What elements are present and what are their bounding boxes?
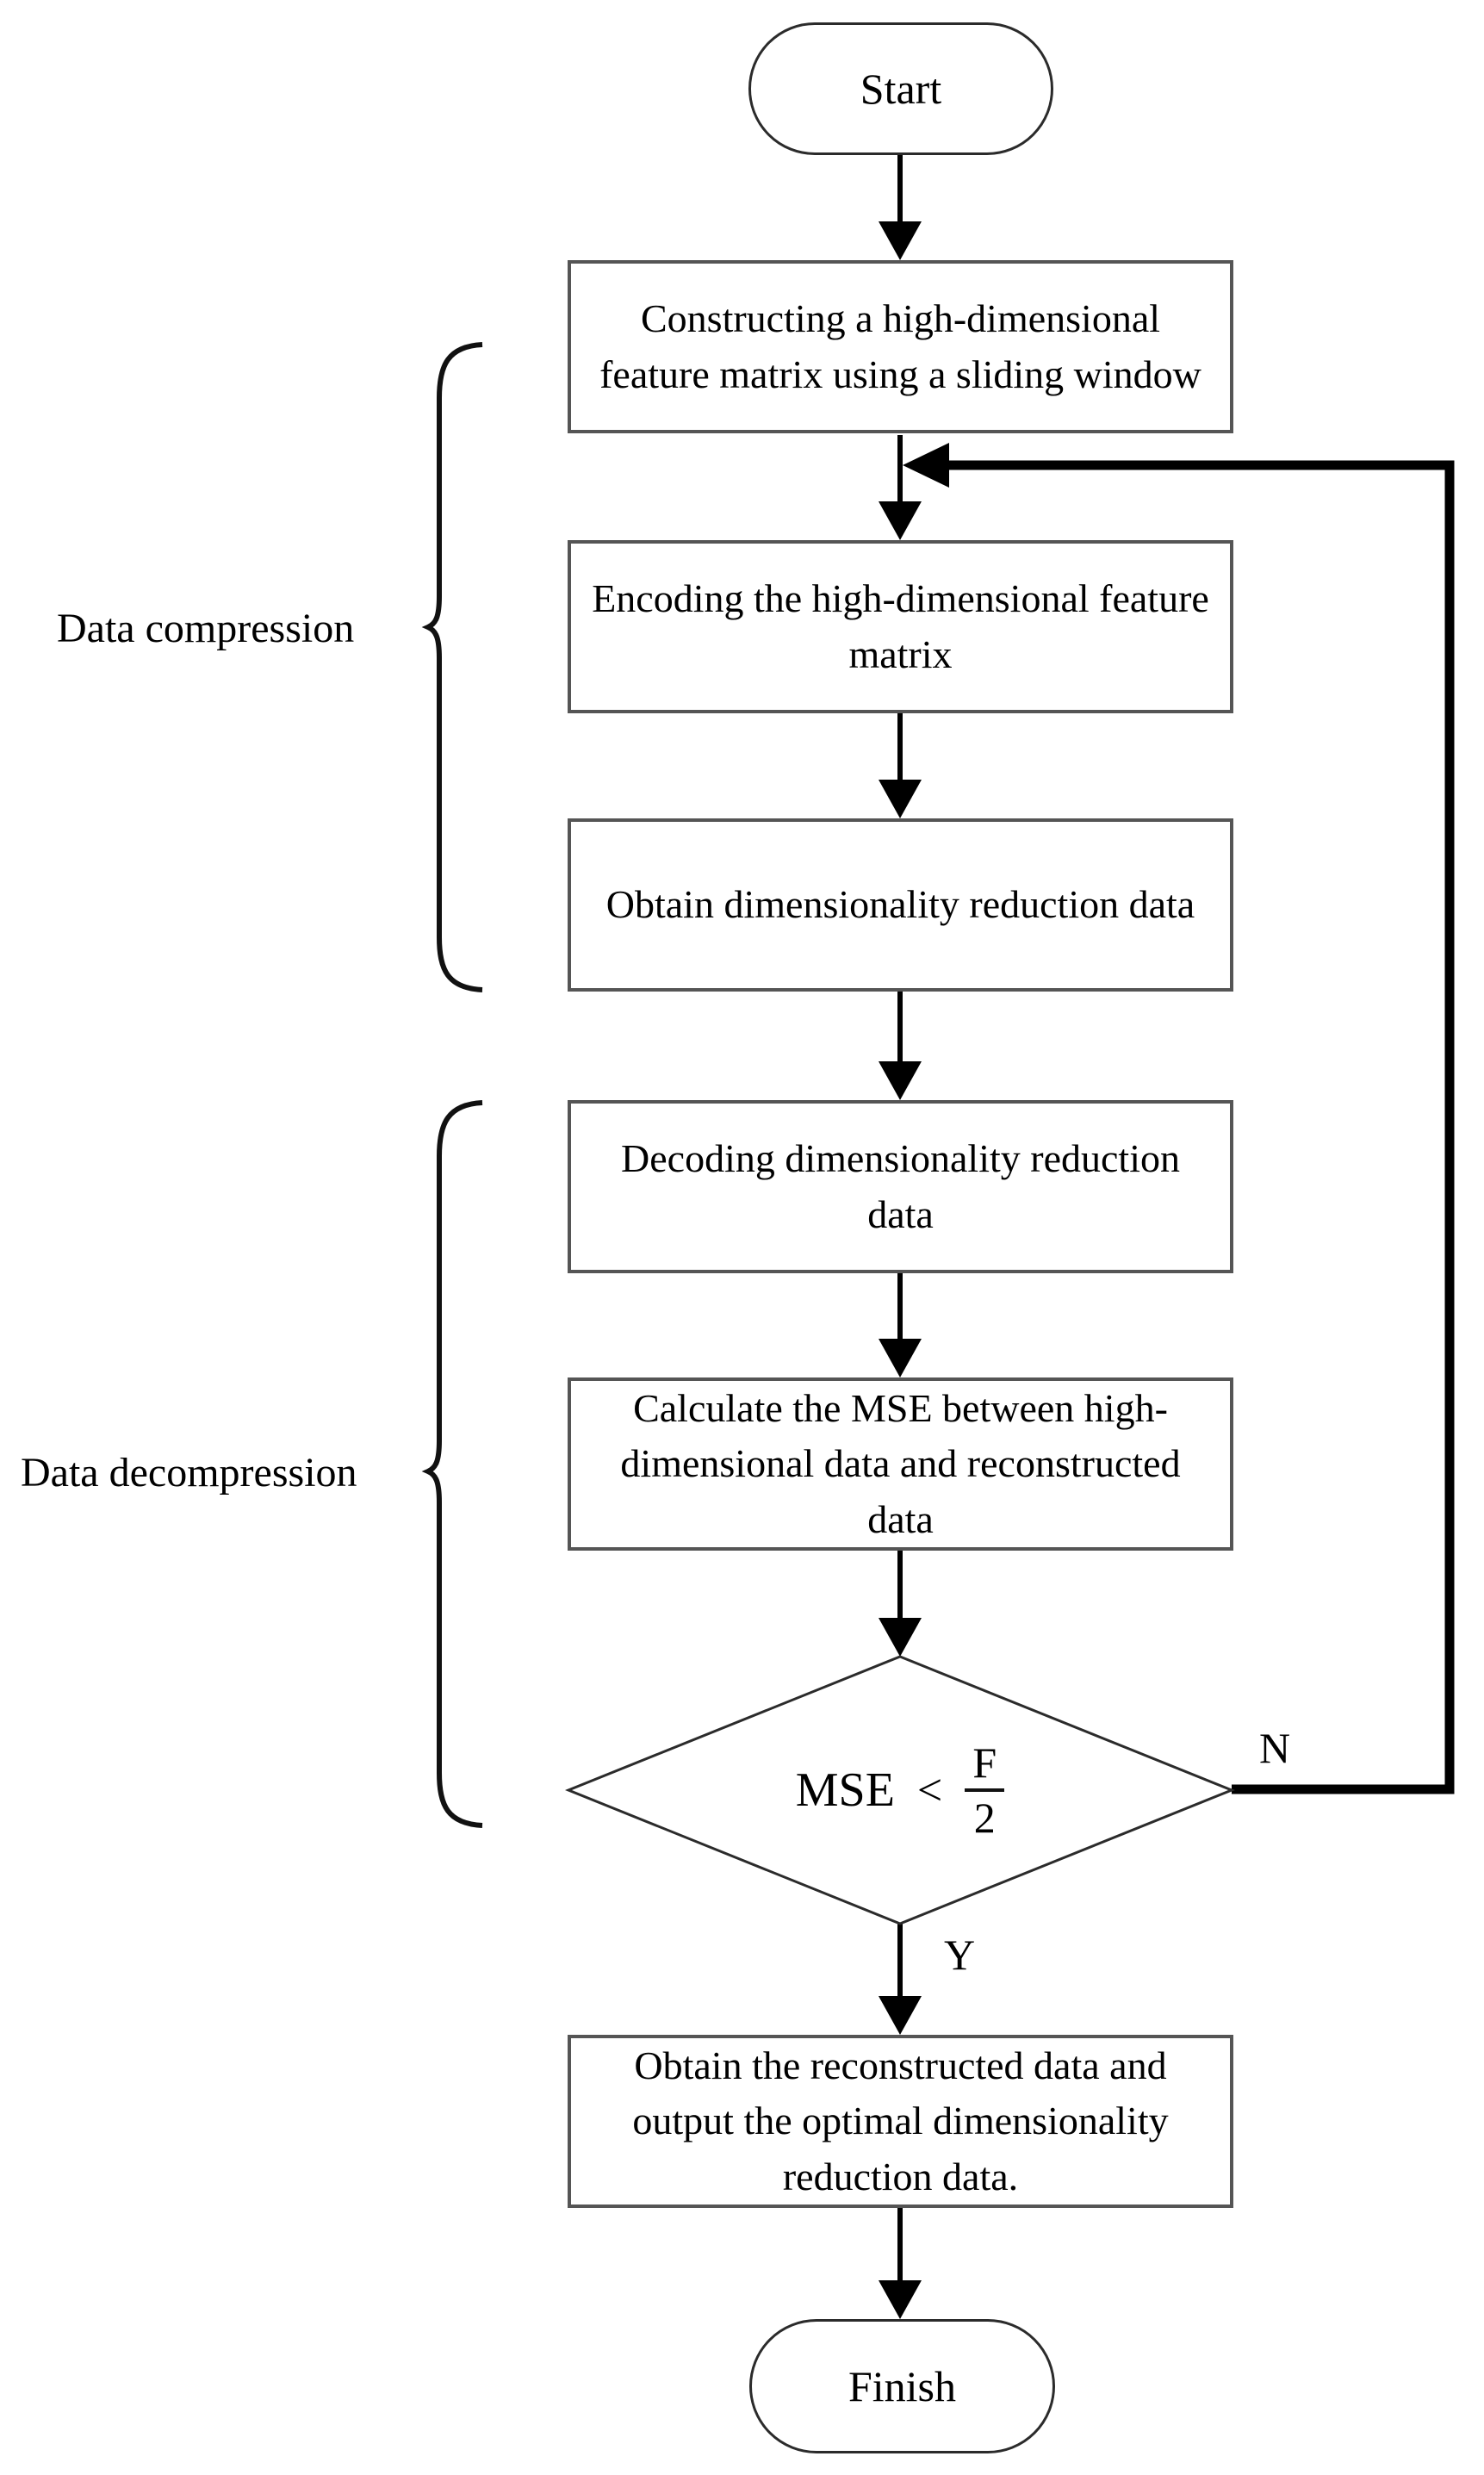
process-msecalc-label: Calculate the MSE between high-dimension… <box>620 1385 1181 1541</box>
branch-label-no: N <box>1259 1724 1291 1772</box>
process-construct-label: Constructing a high-dimensional feature … <box>599 296 1201 396</box>
group-label-data-compression: Data compression <box>57 606 355 651</box>
group-label-data-decompression: Data decompression <box>21 1450 357 1496</box>
arrowhead-decode <box>879 1061 922 1100</box>
process-calculate-mse: Calculate the MSE between high-dimension… <box>568 1377 1233 1551</box>
arrowhead-finish <box>879 2280 922 2319</box>
fraction-numerator: F <box>972 1738 997 1787</box>
arrowhead-construct <box>879 221 922 260</box>
start-terminal: Start <box>748 22 1053 155</box>
process-output-optimal-data: Obtain the reconstructed data and output… <box>568 2035 1233 2208</box>
arrowhead-feedback-junction <box>903 443 949 488</box>
process-obtain-reduction-data: Obtain dimensionality reduction data <box>568 818 1233 992</box>
branch-label-yes: Y <box>944 1931 976 1979</box>
process-obtain-label: Obtain dimensionality reduction data <box>605 882 1195 927</box>
fraction-bar <box>965 1788 1005 1792</box>
start-label: Start <box>860 65 942 113</box>
process-encode-label: Encoding the high-dimensional feature ma… <box>592 576 1209 676</box>
process-decode-label: Decoding dimensionality reduction data <box>621 1136 1180 1236</box>
process-encode-matrix: Encoding the high-dimensional feature ma… <box>568 540 1233 713</box>
feedback-loop-line <box>947 460 1455 1794</box>
decompression-brace <box>421 1100 483 1828</box>
decision-lhs: MSE <box>795 1763 895 1817</box>
process-decode-reduction-data: Decoding dimensionality reduction data <box>568 1100 1233 1273</box>
decision-condition: MSE < F 2 <box>642 1704 1158 1876</box>
finish-terminal: Finish <box>749 2319 1055 2453</box>
fraction-denominator: 2 <box>973 1794 996 1842</box>
arrowhead-output <box>879 1996 922 2035</box>
arrowhead-encode <box>879 501 922 540</box>
less-than-sign: < <box>916 1765 943 1815</box>
decision-diamond <box>564 1655 1236 1925</box>
process-output-label: Obtain the reconstructed data and output… <box>632 2043 1169 2198</box>
process-construct-feature-matrix: Constructing a high-dimensional feature … <box>568 260 1233 433</box>
arrowhead-msecalc <box>879 1339 922 1377</box>
finish-label: Finish <box>848 2362 957 2410</box>
arrowhead-decision <box>879 1618 922 1657</box>
compression-brace <box>421 342 483 992</box>
arrowhead-obtain <box>879 780 922 818</box>
decision-threshold-fraction: F 2 <box>965 1738 1005 1842</box>
arrow-heads <box>879 221 922 2319</box>
